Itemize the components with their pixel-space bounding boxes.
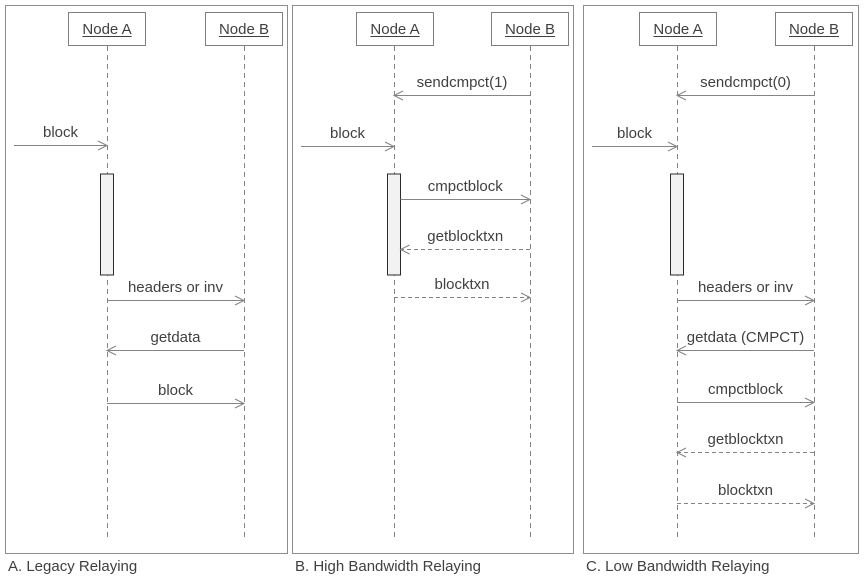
actor-box: Node B bbox=[775, 12, 853, 46]
message-label: blocktxn bbox=[717, 482, 774, 499]
arrowhead-icon bbox=[97, 140, 109, 151]
arrowhead-icon bbox=[804, 397, 816, 408]
arrowhead-icon bbox=[804, 498, 816, 509]
activation-bar bbox=[387, 173, 401, 276]
message-label: sendcmpct(0) bbox=[700, 74, 791, 91]
actor-box: Node A bbox=[639, 12, 717, 46]
arrowhead-icon bbox=[804, 295, 816, 306]
actor-name: Node B bbox=[788, 20, 840, 38]
arrowhead-icon bbox=[399, 244, 410, 255]
arrowhead-icon bbox=[520, 292, 532, 303]
panel-caption: C. Low Bandwidth Relaying bbox=[586, 558, 770, 575]
message-label: block bbox=[157, 382, 194, 399]
actor-name: Node A bbox=[82, 20, 132, 38]
message-label: sendcmpct(1) bbox=[416, 74, 508, 91]
actor-box: Node B bbox=[205, 12, 283, 46]
message-label: cmpctblock bbox=[427, 178, 503, 195]
arrowhead-icon bbox=[392, 90, 404, 101]
arrowhead-icon bbox=[667, 141, 679, 152]
arrowhead-icon bbox=[234, 295, 246, 306]
panel-frame-C bbox=[583, 5, 859, 554]
panel-caption: B. High Bandwidth Relaying bbox=[295, 558, 481, 575]
actor-name: Node A bbox=[370, 20, 420, 38]
actor-name: Node B bbox=[218, 20, 270, 38]
actor-box: Node B bbox=[491, 12, 569, 46]
message-label: cmpctblock bbox=[707, 381, 784, 398]
message-label: block bbox=[329, 125, 366, 142]
message-label: headers or inv bbox=[697, 279, 794, 296]
arrowhead-icon bbox=[234, 398, 246, 409]
message-label: headers or inv bbox=[127, 279, 224, 296]
message-label: getdata (CMPCT) bbox=[686, 329, 805, 346]
arrowhead-icon bbox=[105, 345, 117, 356]
activation-bar bbox=[100, 173, 114, 276]
arrowhead-icon bbox=[675, 447, 687, 458]
message-label: getdata bbox=[150, 329, 201, 346]
arrowhead-icon bbox=[384, 141, 396, 152]
message-label: getblocktxn bbox=[707, 431, 784, 448]
activation-bar bbox=[670, 173, 684, 276]
actor-name: Node A bbox=[653, 20, 703, 38]
actor-box: Node A bbox=[68, 12, 146, 46]
message-label: blocktxn bbox=[434, 276, 490, 293]
message-label: block bbox=[42, 124, 79, 141]
arrowhead-icon bbox=[675, 345, 687, 356]
panel-frame-A bbox=[5, 5, 288, 554]
arrowhead-icon bbox=[520, 194, 532, 205]
panel-caption: A. Legacy Relaying bbox=[8, 558, 138, 575]
actor-box: Node A bbox=[356, 12, 434, 46]
panel-frame-B bbox=[292, 5, 574, 554]
arrowhead-icon bbox=[675, 90, 687, 101]
message-label: getblocktxn bbox=[427, 228, 504, 245]
message-label: block bbox=[616, 125, 653, 142]
actor-name: Node B bbox=[504, 20, 556, 38]
